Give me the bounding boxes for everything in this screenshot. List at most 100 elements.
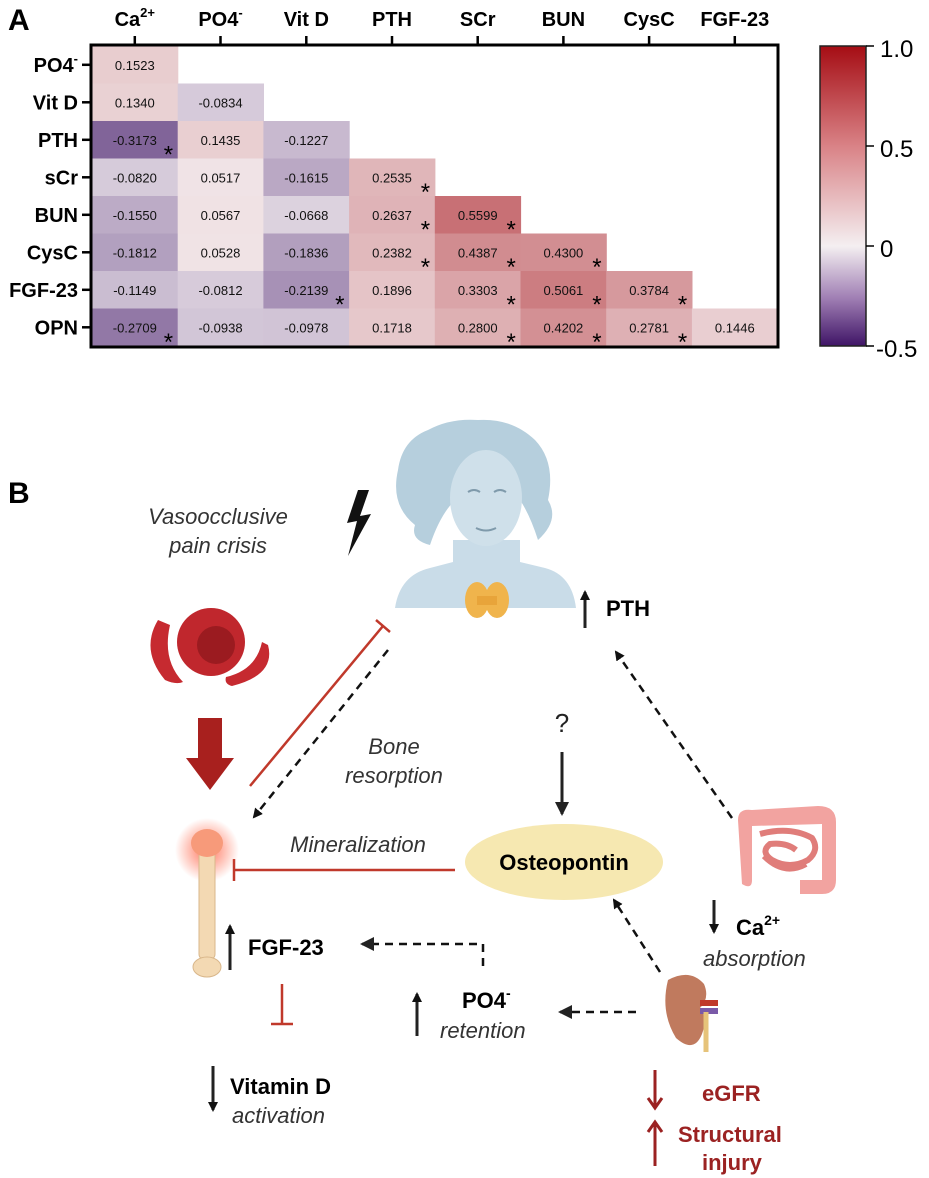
column-label: Ca2+ — [115, 5, 156, 31]
heatmap-cell — [349, 196, 436, 235]
heatmap-value-label: -0.1615 — [284, 170, 328, 185]
heatmap-cell — [691, 308, 779, 347]
heatmap-value-label: -0.2709 — [113, 320, 157, 335]
colorbar-tick-label: 0.5 — [880, 136, 913, 163]
column-label: PO4- — [198, 5, 242, 31]
heatmap-value-label: 0.1435 — [201, 133, 241, 148]
heatmap-cell — [92, 83, 179, 122]
significance-marker: * — [507, 292, 516, 319]
heatmap-cell — [177, 121, 264, 160]
significance-marker: * — [164, 329, 173, 356]
significance-marker: * — [592, 292, 601, 319]
row-label: PO4- — [34, 51, 78, 77]
inhibition-line-person-bone — [249, 625, 384, 787]
heatmap-cell — [349, 308, 436, 347]
heatmap-value-label: 0.1446 — [715, 320, 755, 335]
inhibition-bar — [375, 619, 391, 633]
row-label: PTH — [38, 130, 78, 152]
heatmap-cell — [520, 271, 607, 310]
heatmap-value-label: 0.2800 — [458, 320, 498, 335]
heatmap-cell — [263, 271, 350, 310]
pain-crisis-label: pain crisis — [168, 533, 267, 558]
column-label: FGF-23 — [700, 9, 769, 31]
heatmap-cell — [263, 233, 350, 272]
significance-marker: * — [164, 142, 173, 169]
egfr-label: eGFR — [702, 1081, 761, 1106]
heatmap-cell — [434, 308, 522, 347]
heatmap-value-label: -0.0812 — [198, 283, 242, 298]
dashed-arrow-kidney-osteopontin — [612, 898, 662, 973]
heatmap-cell — [177, 196, 264, 235]
heatmap-value-label: 0.2382 — [372, 245, 412, 260]
panel-b-label: B — [8, 477, 30, 510]
heatmap-value-label: 0.1340 — [115, 95, 155, 110]
heatmap-cell — [263, 196, 350, 235]
fgf23-label: FGF-23 — [248, 935, 324, 960]
heatmap-cell — [434, 196, 522, 235]
heatmap-cell — [434, 271, 522, 310]
heatmap-cell — [520, 308, 607, 347]
thyroid-icon — [465, 582, 509, 618]
egfr-down-arrowhead — [646, 1097, 664, 1111]
heatmap-value-label: 0.3784 — [629, 283, 669, 298]
ca-label: Ca2+ — [736, 912, 780, 940]
colorbar-tick-label: 0 — [880, 236, 893, 263]
heatmap-value-label: -0.0978 — [284, 320, 328, 335]
dashed-arrow-gut-pth — [614, 650, 734, 819]
significance-marker: * — [421, 217, 430, 244]
heatmap-significance-markers: *************** — [164, 142, 688, 357]
significance-marker: * — [592, 254, 601, 281]
heatmap-value-label: 0.5599 — [458, 208, 498, 223]
injury-label: injury — [702, 1150, 763, 1175]
vasoocclusive-label: Vasoocclusive — [148, 504, 288, 529]
intestine-icon — [738, 806, 836, 894]
significance-marker: * — [421, 179, 430, 206]
osteopontin-ellipse — [465, 824, 663, 900]
lightning-icon — [347, 490, 371, 556]
heatmap-cell — [349, 271, 436, 310]
heatmap-value-label: 0.3303 — [458, 283, 498, 298]
significance-marker: * — [592, 329, 601, 356]
heatmap-cell — [92, 46, 179, 85]
heatmap-cell — [434, 233, 522, 272]
row-label: BUN — [35, 205, 78, 227]
heatmap-value-label: -0.3173 — [113, 133, 157, 148]
heatmap-cell — [177, 308, 264, 347]
pth-label: PTH — [606, 596, 650, 621]
vitamin-d-label: Vitamin D — [230, 1074, 331, 1099]
significance-marker: * — [421, 254, 430, 281]
column-label: SCr — [460, 9, 496, 31]
row-label: sCr — [45, 167, 79, 189]
heatmap-value-label: -0.1836 — [284, 245, 328, 260]
heatmap-value-label: 0.4300 — [544, 245, 584, 260]
activation-label: activation — [232, 1103, 325, 1128]
significance-marker: * — [678, 292, 687, 319]
colorbar-tick-label: 1.0 — [880, 36, 913, 63]
heatmap-value-label: 0.0567 — [201, 208, 241, 223]
heatmap-value-label: -0.1227 — [284, 133, 328, 148]
heatmap-cell — [92, 196, 179, 235]
kidney-icon — [665, 974, 718, 1052]
heatmap-value-label: 0.1896 — [372, 283, 412, 298]
bone-label: Bone — [368, 734, 419, 759]
heatmap-cell — [92, 271, 179, 310]
colorbar-tick-label: -0.5 — [876, 336, 917, 363]
heatmap-value-label: -0.0820 — [113, 170, 157, 185]
panel-a-label: A — [8, 4, 30, 37]
significance-marker: * — [678, 329, 687, 356]
heatmap-value-label: -0.1149 — [113, 283, 156, 298]
significance-marker: * — [507, 217, 516, 244]
retention-label: retention — [440, 1018, 526, 1043]
colorbar-gradient — [819, 45, 867, 347]
heatmap-cell — [92, 121, 179, 160]
column-label: BUN — [542, 9, 585, 31]
po4-label: PO4- — [462, 985, 511, 1013]
dashed-arrow-bone-resorption — [252, 649, 389, 819]
question-mark: ? — [555, 708, 569, 738]
heatmap-value-label: 0.2535 — [372, 170, 412, 185]
column-label: CysC — [624, 9, 675, 31]
heatmap-value-label: -0.1812 — [113, 245, 157, 260]
row-label: CysC — [27, 242, 78, 264]
